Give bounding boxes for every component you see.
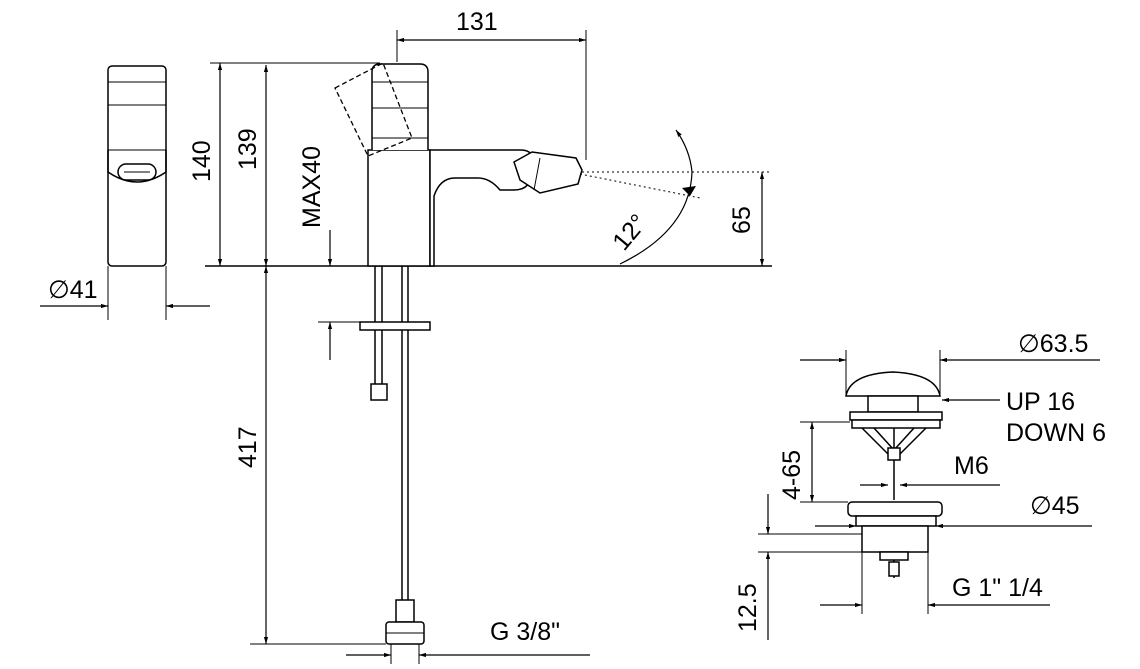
dimension-waste-thread: G 1" 1/4 — [820, 552, 1050, 614]
dimension-spout-height: 65 — [728, 172, 765, 266]
dimension-spout-reach: 131 — [396, 8, 587, 160]
label-plug-up: UP 16 — [1006, 388, 1075, 416]
label-height-139: 139 — [234, 128, 262, 170]
dimension-total-height: 140 — [188, 62, 380, 266]
label-spout-height: 65 — [728, 206, 756, 234]
label-total-height: 140 — [188, 140, 216, 182]
label-body-diameter: ∅41 — [48, 276, 98, 304]
label-screw-size: M6 — [954, 452, 989, 480]
dimension-hose-thread: G 3/8" — [346, 618, 590, 664]
label-plug-down: DOWN 6 — [1006, 419, 1106, 447]
label-thread-length: 12.5 — [734, 583, 762, 632]
faucet-side-view — [107, 65, 167, 267]
label-spout-reach: 131 — [456, 8, 498, 36]
label-screw: M6 — [860, 452, 1000, 488]
dimension-flange-diameter: ∅45 — [815, 492, 1092, 529]
dimension-hose-length: 417 — [234, 266, 386, 645]
dimension-thread-length: 12.5 — [734, 494, 862, 640]
dimension-jet-angle: 12° — [579, 129, 770, 265]
label-plug-travel: UP 16 DOWN 6 — [942, 388, 1106, 447]
label-flange-diameter: ∅45 — [1030, 492, 1080, 520]
dimension-max-deck: MAX40 — [298, 146, 362, 360]
label-waste-thread: G 1" 1/4 — [952, 574, 1043, 602]
label-hose-thread: G 3/8" — [490, 618, 560, 646]
dimension-body-diameter: ∅41 — [40, 266, 210, 320]
dimension-height-139: 139 — [234, 65, 269, 266]
label-hose-length: 417 — [234, 426, 262, 468]
label-max-deck: MAX40 — [298, 146, 326, 228]
pop-up-waste — [845, 371, 943, 578]
label-waste-range: 4-65 — [778, 450, 806, 500]
dimension-waste-range: 4-65 — [778, 421, 850, 503]
dimension-plug-diameter: ∅63.5 — [800, 330, 1100, 395]
faucet-front-view — [205, 62, 772, 645]
label-plug-diameter: ∅63.5 — [1018, 330, 1088, 358]
